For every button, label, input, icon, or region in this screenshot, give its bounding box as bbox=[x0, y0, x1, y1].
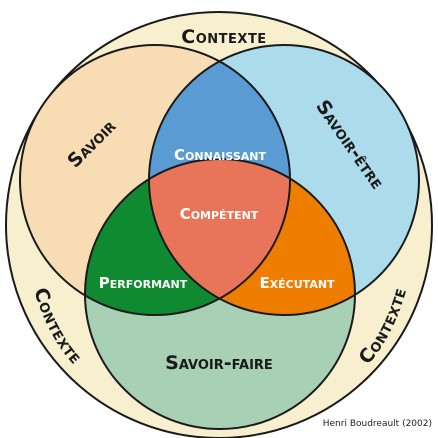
savoir-faire-label: Savoir-faire bbox=[165, 352, 273, 374]
context-label-top: Contexte bbox=[181, 26, 266, 48]
performant-label: Performant bbox=[99, 274, 188, 292]
author-credit: Henri Boudreault (2002) bbox=[323, 419, 432, 429]
savoir-faire-outline bbox=[84, 158, 356, 430]
savoir-outline bbox=[19, 44, 291, 316]
executant-label: Exécutant bbox=[259, 274, 335, 292]
connaissant-label: Connaissant bbox=[174, 146, 266, 164]
competent-label: Compétent bbox=[180, 205, 259, 223]
